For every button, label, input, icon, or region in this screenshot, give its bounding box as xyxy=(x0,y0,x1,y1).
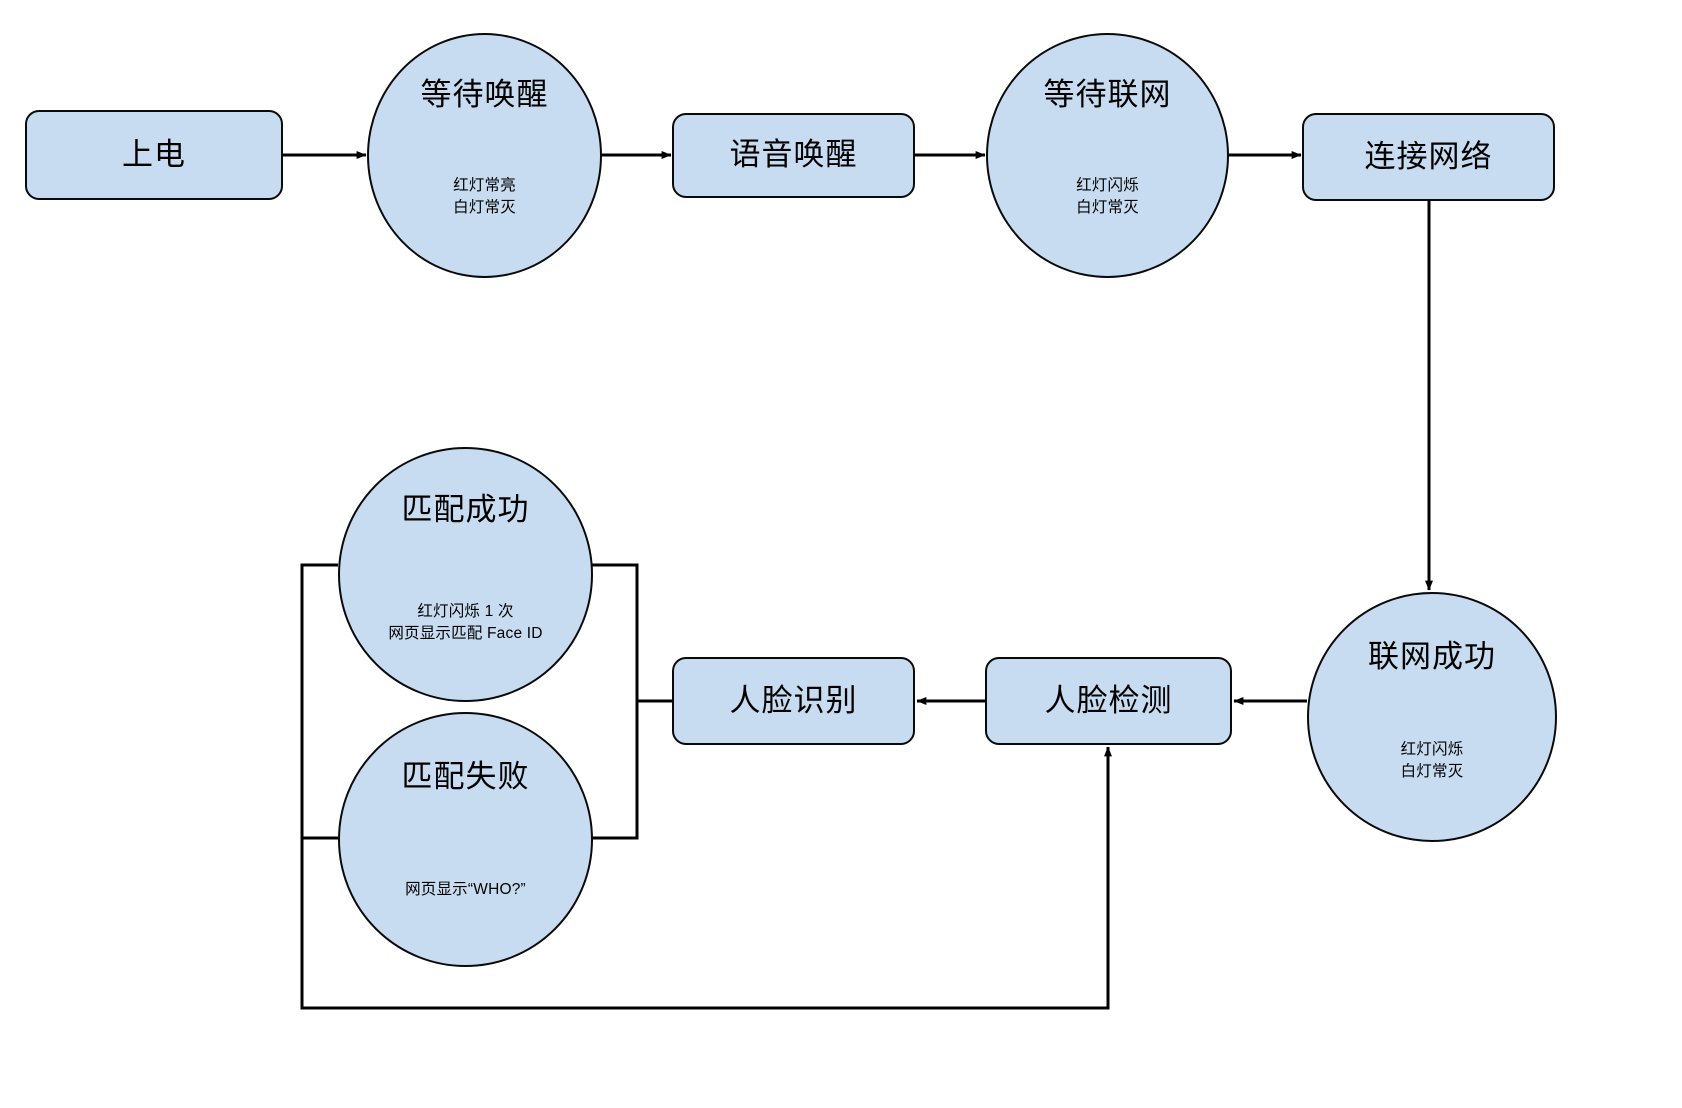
node-face-detect-label: 人脸检测 xyxy=(1044,682,1173,718)
node-match-success-label: 匹配成功 xyxy=(401,492,530,527)
node-match-fail-label: 匹配失败 xyxy=(401,759,530,794)
node-power-on[interactable]: 上电 xyxy=(25,110,283,200)
node-match-fail[interactable]: 匹配失败 网页显示“WHO?” xyxy=(338,712,593,967)
node-match-success-sub: 红灯闪烁 1 次 网页显示匹配 Face ID xyxy=(388,603,543,642)
node-match-success[interactable]: 匹配成功 红灯闪烁 1 次 网页显示匹配 Face ID xyxy=(338,447,593,702)
node-wait-wakeup-sub: 红灯常亮 白灯常灭 xyxy=(453,177,516,216)
node-wait-network[interactable]: 等待联网 红灯闪烁 白灯常灭 xyxy=(986,33,1229,278)
node-network-success-label: 联网成功 xyxy=(1368,639,1496,674)
node-face-recognize[interactable]: 人脸识别 xyxy=(672,657,915,745)
node-connect-network[interactable]: 连接网络 xyxy=(1302,113,1555,201)
node-face-recognize-label: 人脸识别 xyxy=(729,682,858,718)
node-power-on-label: 上电 xyxy=(122,136,186,172)
node-voice-wakeup-label: 语音唤醒 xyxy=(729,137,858,173)
node-network-success-sub: 红灯闪烁 白灯常灭 xyxy=(1400,741,1464,780)
node-face-detect[interactable]: 人脸检测 xyxy=(985,657,1232,745)
node-wait-wakeup-label: 等待唤醒 xyxy=(420,77,549,112)
node-voice-wakeup[interactable]: 语音唤醒 xyxy=(672,113,915,198)
edge-face-recognize-to-match-fail xyxy=(592,699,672,840)
node-match-fail-sub: 网页显示“WHO?” xyxy=(405,881,526,898)
node-wait-network-sub: 红灯闪烁 白灯常灭 xyxy=(1076,177,1139,216)
node-wait-network-label: 等待联网 xyxy=(1043,77,1172,112)
node-network-success[interactable]: 联网成功 红灯闪烁 白灯常灭 xyxy=(1307,592,1557,842)
edge-face-recognize-to-match-success xyxy=(592,563,672,703)
node-connect-network-label: 连接网络 xyxy=(1364,138,1493,174)
node-wait-wakeup[interactable]: 等待唤醒 红灯常亮 白灯常灭 xyxy=(367,33,602,278)
